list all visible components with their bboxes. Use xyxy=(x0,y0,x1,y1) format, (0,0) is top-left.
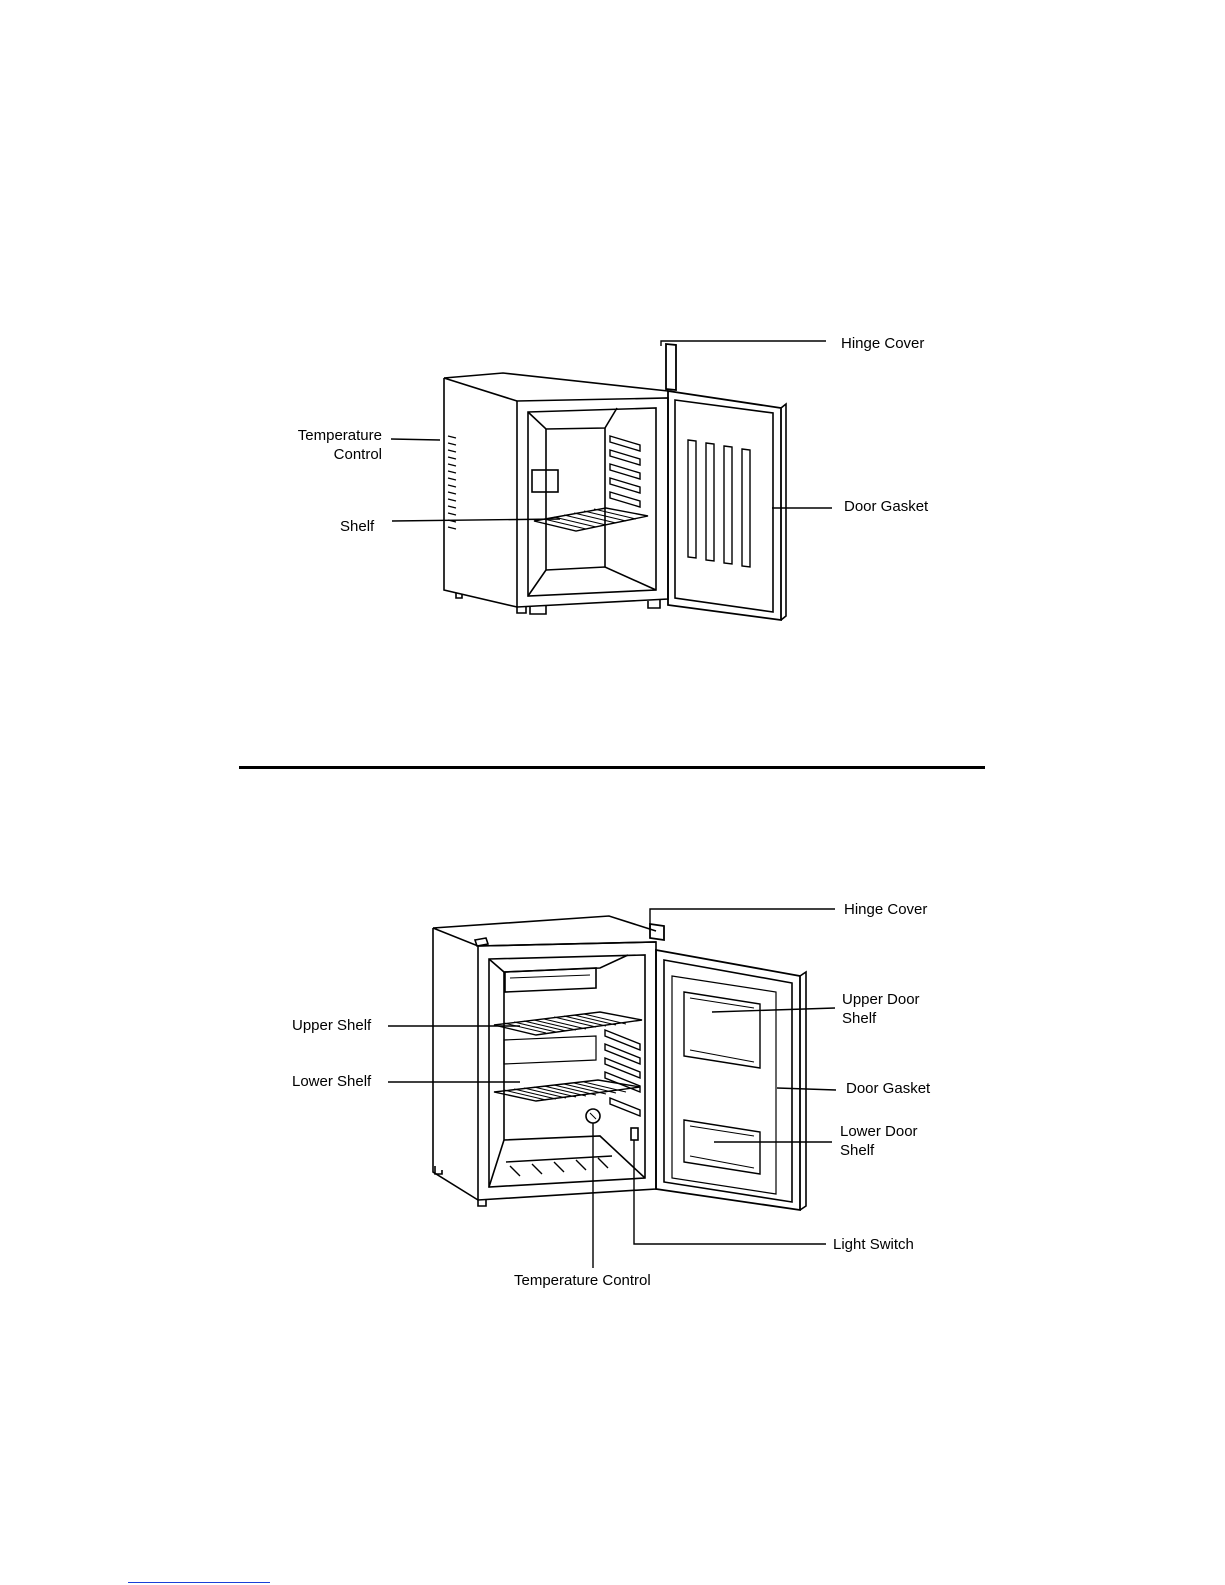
label-lower-shelf: Lower Shelf xyxy=(292,1072,371,1091)
label-door-gasket: Door Gasket xyxy=(846,1079,930,1098)
label-hinge-cover: Hinge Cover xyxy=(844,900,927,919)
fridge-2-drawing xyxy=(0,880,1225,1300)
label-lower-door-shelf-line2: Shelf xyxy=(840,1141,874,1160)
label-upper-shelf: Upper Shelf xyxy=(292,1016,371,1035)
fridge-diagram-1: Hinge Cover Temperature Control Shelf Do… xyxy=(0,0,1225,760)
fridge-diagram-2: Hinge Cover Upper Door Shelf Upper Shelf… xyxy=(0,880,1225,1300)
label-lower-door-shelf-line1: Lower Door xyxy=(840,1122,918,1141)
label-temperature-control: Temperature Control xyxy=(514,1271,651,1290)
label-temperature-control-line1: Temperature xyxy=(282,426,382,445)
label-door-gasket: Door Gasket xyxy=(844,497,928,516)
label-light-switch: Light Switch xyxy=(833,1235,914,1254)
label-shelf: Shelf xyxy=(340,517,374,536)
label-hinge-cover: Hinge Cover xyxy=(841,334,924,353)
fridge-1-drawing xyxy=(0,0,1225,760)
section-divider xyxy=(239,766,985,769)
label-upper-door-shelf-line1: Upper Door xyxy=(842,990,920,1009)
label-upper-door-shelf-line2: Shelf xyxy=(842,1009,876,1028)
label-temperature-control-line2: Control xyxy=(282,445,382,464)
footnote-rule xyxy=(128,1582,270,1583)
